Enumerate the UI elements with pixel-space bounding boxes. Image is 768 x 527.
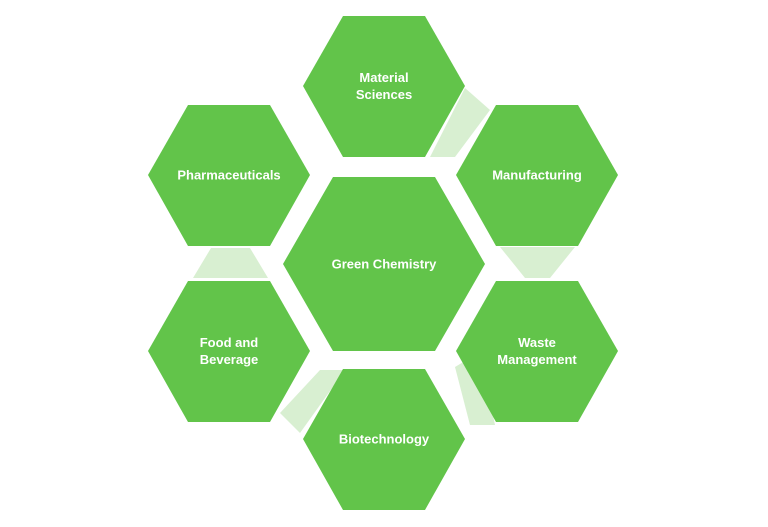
hexagon-pharmaceuticals <box>148 105 310 246</box>
hexagon-biotechnology <box>303 369 465 510</box>
center-label-text: Green Chemistry <box>331 256 437 272</box>
food-and-beverage-line1: Food and <box>199 335 259 350</box>
hexagon-waste-management <box>456 281 618 422</box>
connector-pharma-food <box>193 248 268 278</box>
material-sciences-line1: Material <box>359 70 409 85</box>
center-label-green-chemistry: Green Chemistry <box>332 256 437 273</box>
hexagon-manufacturing <box>456 105 618 246</box>
node-label-manufacturing: Manufacturing <box>492 167 582 184</box>
waste-management-line1: Waste <box>518 335 556 350</box>
hexagon-food-and-beverage <box>148 281 310 422</box>
node-label-waste-management: Waste Management <box>497 334 576 368</box>
node-label-material-sciences: Material Sciences <box>356 69 412 103</box>
manufacturing-text: Manufacturing <box>492 167 582 183</box>
material-sciences-line2: Sciences <box>355 87 413 102</box>
connector-manufacturing-waste <box>500 247 575 278</box>
connector-waste-biotech <box>455 352 495 425</box>
node-label-food-and-beverage: Food and Beverage <box>200 334 259 368</box>
waste-management-line2: Management <box>497 352 577 367</box>
pharmaceuticals-text: Pharmaceuticals <box>177 167 281 183</box>
biotechnology-text: Biotechnology <box>338 431 430 447</box>
connector-biotech-food <box>280 370 345 433</box>
connector-material-manufacturing <box>430 88 490 157</box>
food-and-beverage-line2: Beverage <box>199 352 259 367</box>
node-label-pharmaceuticals: Pharmaceuticals <box>177 167 280 184</box>
node-label-biotechnology: Biotechnology <box>339 431 429 448</box>
hexagon-center <box>283 177 485 351</box>
hexagon-material-sciences <box>303 16 465 157</box>
